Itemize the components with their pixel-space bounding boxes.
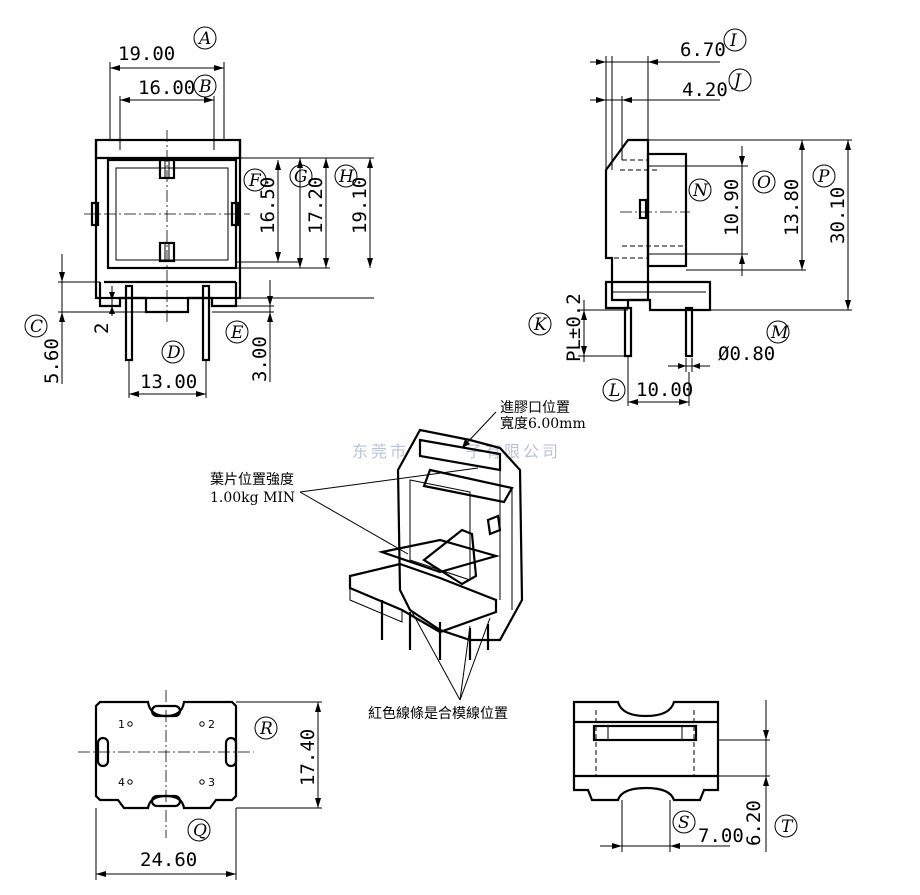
label-t: T [781,817,794,837]
note-blade-line1: 葉片位置強度 [210,472,294,488]
label-f: F [248,171,262,191]
label-e: E [230,323,244,343]
dim-o-value: 13.80 [781,179,803,236]
note-gate-line2: 寬度6.00mm [500,415,586,432]
pin-2: 2 [208,718,215,731]
label-h: H [338,167,355,187]
label-q: Q [193,821,207,841]
dim-d-value: 13.00 [140,371,197,393]
dim-g-value: 17.20 [305,177,327,234]
dim-c-value: 5.60 [41,338,63,384]
dim-r-value: 17.40 [297,729,319,786]
pin-1: 1 [118,718,125,731]
label-r: R [259,719,273,739]
dim-p-value: 30.10 [827,187,849,244]
label-j: J [731,71,742,91]
label-n: N [692,181,709,201]
label-m: M [770,323,789,343]
label-s: S [678,813,690,833]
front-view: 19.00 A 16.00 B 16.50 17.20 19.10 F G H [24,26,374,398]
section-view: 6.20 T 7.00 S [572,700,798,852]
dim-n-value: 10.90 [721,179,743,236]
label-c: C [30,317,43,337]
pin-3: 3 [208,776,215,789]
dim-m-value: Ø0.80 [718,343,775,365]
label-i: I [729,31,737,51]
note-gate-line1: 進膠口位置 [500,400,570,416]
label-p: P [817,167,830,187]
dim-e-value: 3.00 [249,336,271,382]
note-parting: 紅色線條是合模線位置 [368,705,508,722]
dim-f-value: 16.50 [257,177,279,234]
dim-b-value: 16.00 [138,77,195,99]
dim-a-value: 19.00 [118,43,175,65]
label-k: K [533,315,548,335]
dim-s-value: 7.00 [698,825,744,847]
label-g: G [294,167,308,187]
dim-k-value: PL±0.2 [563,293,585,362]
dim-q-value: 24.60 [140,849,197,871]
isometric-view: 东莞市 子有限公司 進膠口位置 寬度6.00mm 葉片位置強度 1.0 [210,400,586,722]
dim-h-value: 19.10 [349,177,371,234]
pin-4: 4 [118,776,125,789]
label-d: D [166,343,181,363]
side-view: 6.70 4.20 I J 10.90 13.80 30.10 N O P PL… [528,28,852,406]
dim-c2-value: 2 [91,323,113,334]
dim-l-value: 10.00 [636,379,693,401]
label-a: A [197,29,211,49]
dim-j-value: 4.20 [682,79,728,101]
watermark: 东莞市 子有限公司 [352,442,561,461]
label-l: L [608,381,620,401]
label-o: O [757,173,771,193]
bottom-view: 1 2 3 4 17.40 R 24.60 Q [78,690,322,880]
label-b: B [198,77,212,97]
dim-t-value: 6.20 [743,800,765,846]
dim-i-value: 6.70 [680,39,726,61]
note-blade-line2: 1.00kg MIN [210,490,295,506]
